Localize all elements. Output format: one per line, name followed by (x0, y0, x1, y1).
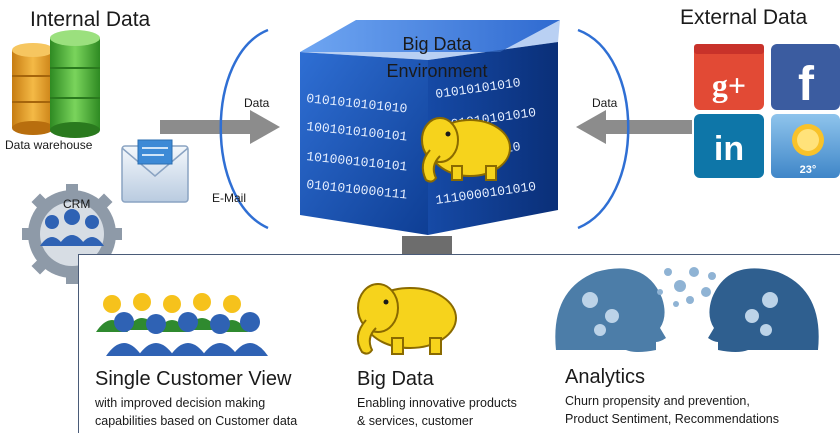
big-data-title: Big Data (357, 368, 434, 390)
customers-group-icon (96, 293, 268, 356)
database-icon (12, 30, 100, 138)
analytics-desc: Product Sentiment, Recommendations (565, 412, 779, 426)
single-customer-view-title: Single Customer View (95, 368, 292, 390)
hadoop-elephant-icon (356, 283, 457, 355)
svg-text:in: in (714, 130, 744, 168)
crm-label: CRM (63, 197, 91, 211)
hadoop-elephant-icon (421, 117, 511, 183)
external-data-title: External Data (680, 6, 808, 29)
single-customer-view-desc: with improved decision making (95, 396, 266, 410)
linkedin-icon: in (694, 114, 764, 178)
big-data-environment-title: Big Data Environment (386, 34, 488, 81)
big-data-desc: & services, customer (357, 414, 474, 428)
google-plus-icon: g+ (694, 44, 764, 110)
single-customer-view-desc: capabilities based on Customer data (95, 414, 298, 428)
email-label: E-Mail (212, 191, 247, 205)
big-data-desc: Enabling innovative products (357, 396, 517, 410)
arrow-left-icon (576, 110, 692, 144)
svg-text:f: f (798, 58, 815, 111)
internal-data-title: Internal Data (30, 8, 151, 31)
right-bracket-arc (577, 28, 630, 230)
weather-sun-icon: 23° (771, 114, 840, 178)
email-envelope-icon (121, 139, 189, 203)
analytics-title: Analytics (565, 366, 646, 388)
left-bracket-arc (219, 28, 269, 230)
svg-text:g+: g+ (712, 67, 746, 103)
facebook-icon: f (771, 44, 840, 111)
data-left-label: Data (244, 96, 270, 110)
data-right-label: Data (592, 96, 618, 110)
data-warehouse-label: Data warehouse (5, 138, 93, 152)
outcomes-panel (78, 254, 840, 433)
arrow-right-icon (160, 110, 280, 144)
analytics-desc: Churn propensity and prevention, (565, 394, 750, 408)
analytics-heads-icon (555, 267, 819, 352)
weather-temp: 23° (800, 164, 817, 176)
